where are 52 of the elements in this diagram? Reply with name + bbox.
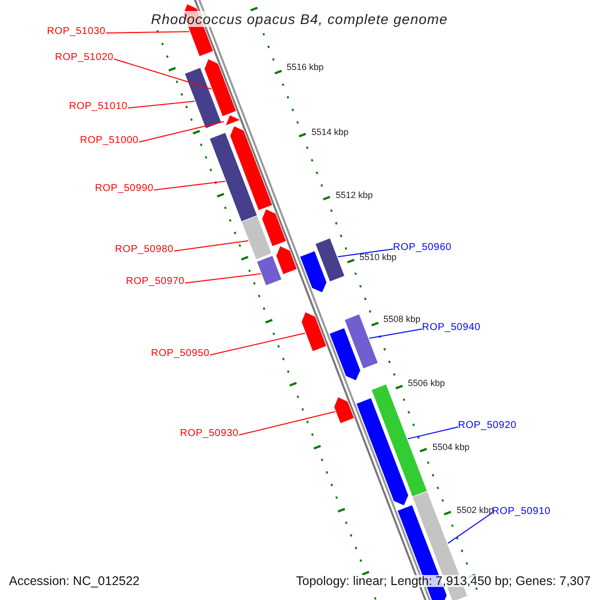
leader-line xyxy=(128,100,196,108)
gene-block xyxy=(241,215,272,260)
gene-block xyxy=(261,208,287,247)
leader-line xyxy=(210,332,306,356)
scale-label: 5502 kbp xyxy=(456,504,494,515)
gene-block xyxy=(230,125,273,211)
leader-line xyxy=(114,58,212,90)
gene-block xyxy=(356,397,409,506)
scale-label: 5510 kbp xyxy=(360,252,397,263)
gene-label: ROP_50980 xyxy=(115,244,174,256)
gene-label: ROP_50970 xyxy=(126,276,185,288)
gene-block xyxy=(209,132,258,224)
scale-label: 5506 kbp xyxy=(408,377,445,389)
gene-label: ROP_50930 xyxy=(180,428,239,440)
gene-label: ROP_50950 xyxy=(151,348,210,360)
gene-label: ROP_50940 xyxy=(422,322,481,334)
gene-label: ROP_51020 xyxy=(55,52,114,64)
gene-label: ROP_51000 xyxy=(80,135,139,147)
leader-line xyxy=(337,248,394,258)
leader-line xyxy=(447,512,492,544)
gene-label: ROP_50910 xyxy=(492,506,551,518)
gene-block xyxy=(299,250,328,294)
leader-line xyxy=(184,273,262,284)
gene-block xyxy=(300,311,327,352)
gene-block xyxy=(314,238,346,282)
leader-line xyxy=(238,411,336,436)
gene-label: ROP_50960 xyxy=(393,242,452,254)
gene-block xyxy=(204,58,237,117)
accession-text: Accession: NC_012522 xyxy=(9,575,140,587)
leader-line xyxy=(174,240,249,252)
scale-label: 5508 kbp xyxy=(383,313,420,325)
title: Rhodococcus opacus B4, complete genome xyxy=(151,11,448,27)
gene-block xyxy=(256,255,282,286)
gene-block xyxy=(276,245,298,275)
gene-label: ROP_51010 xyxy=(69,101,128,113)
leader-line xyxy=(138,121,224,142)
gene-label: ROP_50990 xyxy=(95,183,154,195)
gene-block xyxy=(184,67,222,129)
gene-label: ROP_50920 xyxy=(458,420,517,432)
gene-label: ROP_51030 xyxy=(47,26,106,38)
genome-summary-text: Topology: linear; Length: 7,913,450 bp; Genes: 7,307 xyxy=(296,575,591,587)
gene-block xyxy=(328,327,361,382)
scale-label: 5516 kbp xyxy=(286,61,324,73)
scale-label: 5504 kbp xyxy=(432,441,470,453)
scale-label: 5512 kbp xyxy=(336,189,373,201)
gene-block xyxy=(225,114,240,126)
leader-line xyxy=(106,31,190,34)
leader-line xyxy=(154,180,226,190)
scale-label: 5514 kbp xyxy=(312,126,349,138)
leader-line xyxy=(407,426,458,440)
leader-line xyxy=(368,328,422,339)
gene-block xyxy=(344,314,378,370)
